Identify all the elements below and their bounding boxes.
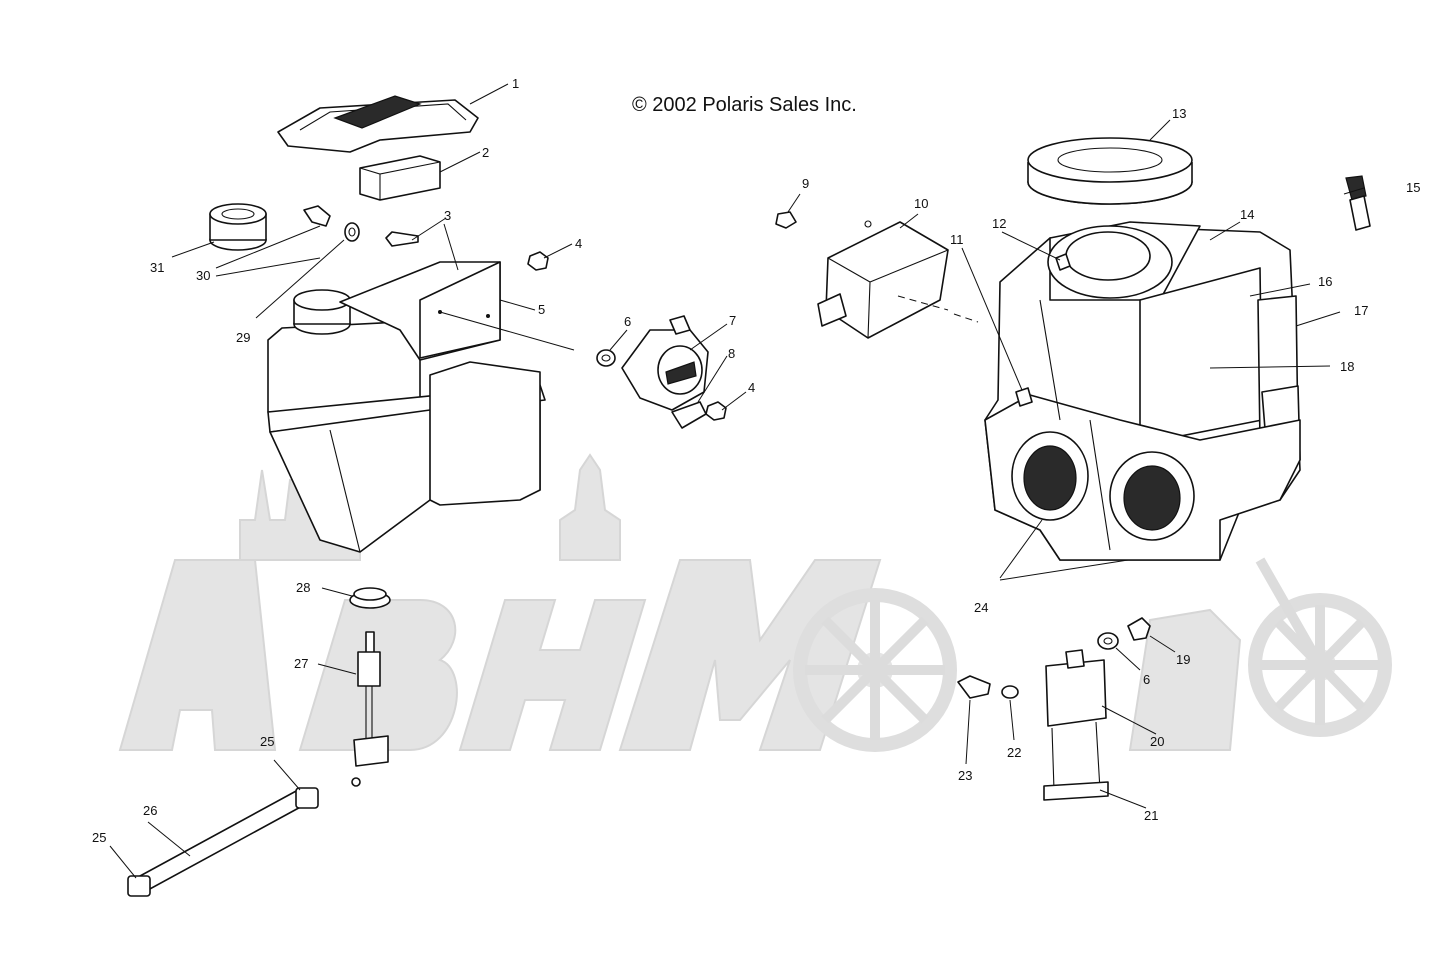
callout-30: 30 [196, 268, 210, 283]
part-6-washer [596, 349, 1119, 650]
callout-20: 20 [1150, 734, 1164, 749]
callout-16: 16 [1318, 274, 1332, 289]
callout-29: 29 [236, 330, 250, 345]
callout-18: 18 [1340, 359, 1354, 374]
part-19-bolt [1127, 617, 1151, 641]
part-1-cover [277, 95, 479, 153]
callout-25: 25 [260, 734, 274, 749]
callout-15: 15 [1406, 180, 1420, 195]
callout-22: 22 [1007, 745, 1021, 760]
part-21-bracket [1043, 721, 1109, 801]
airbox-assembly [984, 221, 1301, 561]
callout-4: 4 [575, 236, 582, 251]
callout-31: 31 [150, 260, 164, 275]
callout-labels: 1 2 3 4 4 5 6 6 7 8 9 10 11 12 13 14 15 … [92, 76, 1420, 845]
callout-23: 23 [958, 768, 972, 783]
callout-8: 8 [728, 346, 735, 361]
callout-7: 7 [729, 313, 736, 328]
part-27-sensor [351, 631, 389, 787]
part-22-washer [1001, 685, 1019, 699]
callout-17: 17 [1354, 303, 1368, 318]
part-26-hose [139, 789, 307, 891]
part-13-foam-ring [1027, 137, 1193, 205]
part-23-bolt [957, 675, 991, 699]
callout-5: 5 [538, 302, 545, 317]
part-25-hose-end [127, 787, 319, 897]
callout-25: 25 [92, 830, 106, 845]
callout-24: 24 [974, 600, 988, 615]
part-7-pump [621, 315, 709, 411]
callout-19: 19 [1176, 652, 1190, 667]
callout-10: 10 [914, 196, 928, 211]
part-9-screw [775, 211, 797, 229]
part-31-cap [209, 203, 267, 251]
part-5-oil-tank [267, 261, 546, 553]
part-15-clip [1345, 175, 1371, 231]
callout-14: 14 [1240, 207, 1254, 222]
part-20-coil [1045, 649, 1107, 727]
callout-27: 27 [294, 656, 308, 671]
callout-28: 28 [296, 580, 310, 595]
callout-9: 9 [802, 176, 809, 191]
leader-lines [109, 83, 1365, 879]
part-30-bolt [303, 205, 360, 242]
part-8-fitting [671, 401, 707, 429]
part-4-nut [527, 251, 727, 421]
part-28-grommet [349, 587, 391, 609]
watermark [118, 439, 1392, 752]
part-3-bolt [385, 231, 419, 247]
part-2-block [359, 155, 441, 201]
callout-2: 2 [482, 145, 489, 160]
part-10-cdi [817, 220, 949, 339]
callout-4: 4 [748, 380, 755, 395]
callout-6: 6 [624, 314, 631, 329]
callout-13: 13 [1172, 106, 1186, 121]
copyright-text: © 2002 Polaris Sales Inc. [632, 94, 857, 116]
callout-3: 3 [444, 208, 451, 223]
callout-21: 21 [1144, 808, 1158, 823]
callout-6: 6 [1143, 672, 1150, 687]
callout-26: 26 [143, 803, 157, 818]
callout-11: 11 [950, 232, 964, 247]
callout-1: 1 [512, 76, 519, 91]
callout-12: 12 [992, 216, 1006, 231]
